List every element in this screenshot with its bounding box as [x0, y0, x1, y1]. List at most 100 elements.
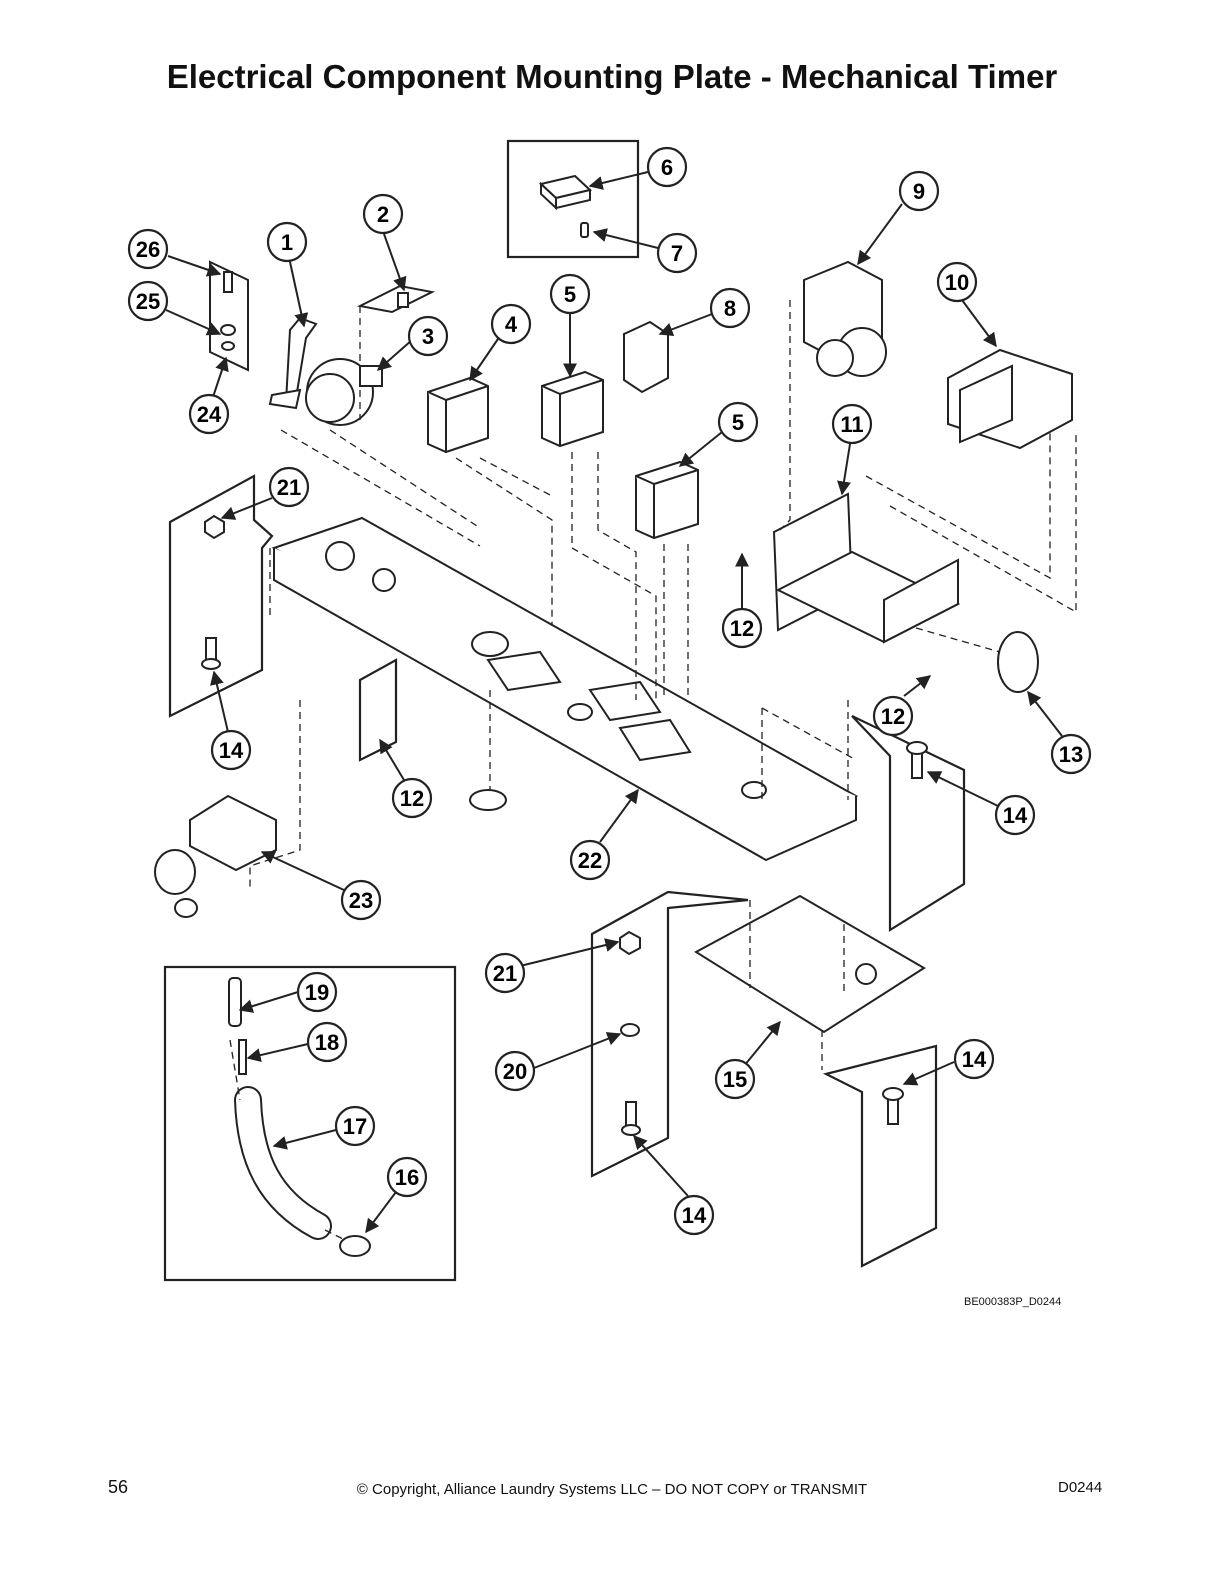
part-18-rod — [238, 1039, 247, 1075]
callout-3: 3 — [407, 315, 449, 357]
callout-11: 11 — [831, 403, 873, 445]
callout-25: 25 — [127, 280, 169, 322]
callout-6-label: 6 — [661, 155, 673, 180]
callout-14a-label: 14 — [219, 738, 244, 763]
ring-grommet — [469, 789, 507, 811]
part-15-plate — [694, 894, 926, 1034]
callout-16: 16 — [386, 1156, 428, 1198]
panel-center-fasteners — [590, 890, 749, 1178]
callouts: 1 2 3 4 5 5 6 7 8 9 10 11 12 12 12 12 13… — [127, 146, 1092, 1236]
inset-box-hose — [163, 965, 457, 1282]
part-13-disc — [997, 631, 1039, 693]
part-16-clamp — [339, 1235, 371, 1257]
callout-23: 23 — [340, 879, 382, 921]
callout-8-label: 8 — [724, 296, 736, 321]
part-4-contactor — [427, 376, 489, 454]
callout-14c-label: 14 — [682, 1203, 707, 1228]
callout-5a-label: 5 — [564, 282, 576, 307]
callout-14a: 14 — [210, 729, 252, 771]
part-21-nut-left — [204, 514, 225, 540]
part-1-bracket — [268, 316, 318, 410]
document-code: D0244 — [1058, 1479, 1103, 1496]
part-9-mechanical-timer — [803, 260, 887, 377]
callout-12a-label: 12 — [730, 616, 754, 641]
part-19-tube — [228, 977, 242, 1027]
callout-19: 19 — [296, 971, 338, 1013]
part-6-relay-socket — [538, 174, 593, 211]
part-23-terminal-block — [154, 794, 277, 918]
part-14-bolt-center — [621, 1101, 641, 1136]
part-26-25-24-screw-stack — [209, 260, 249, 372]
callout-20: 20 — [494, 1050, 536, 1092]
callout-12c-label: 12 — [400, 786, 424, 811]
callout-14d: 14 — [953, 1038, 995, 1080]
callout-18-label: 18 — [315, 1030, 339, 1055]
callout-1-label: 1 — [281, 230, 293, 255]
copyright-notice: © Copyright, Alliance Laundry Systems LL… — [356, 1481, 868, 1498]
inset-box-relay — [506, 139, 640, 259]
callout-17: 17 — [334, 1105, 376, 1147]
callout-25-label: 25 — [136, 289, 160, 314]
callout-24-label: 24 — [197, 402, 222, 427]
callout-11-label: 11 — [840, 412, 863, 437]
panel-screw-12 — [358, 658, 398, 762]
callout-9-label: 9 — [913, 179, 925, 204]
alignment-lines — [229, 300, 1077, 1241]
callout-20-label: 20 — [503, 1059, 527, 1084]
callout-4: 4 — [490, 303, 532, 345]
callout-13-label: 13 — [1059, 742, 1083, 767]
callout-21a-label: 21 — [277, 475, 301, 500]
callout-13: 13 — [1050, 733, 1092, 775]
panel-right-lower-fasteners — [822, 1044, 938, 1268]
callout-6: 6 — [646, 146, 688, 188]
callout-14b-label: 14 — [1003, 803, 1028, 828]
part-5-contactor-lower — [635, 460, 699, 540]
callout-7-label: 7 — [671, 241, 683, 266]
part-22-mounting-plate — [271, 516, 859, 862]
callout-10: 10 — [936, 261, 978, 303]
callout-23-label: 23 — [349, 888, 373, 913]
callout-1: 1 — [266, 221, 308, 263]
callout-18: 18 — [306, 1021, 348, 1063]
callout-15: 15 — [714, 1058, 756, 1100]
part-14-bolt-right-upper — [906, 741, 928, 779]
part-8-relay — [623, 320, 669, 394]
leader-lines — [165, 171, 1063, 1234]
panel-right-upper-fasteners — [851, 715, 966, 932]
callout-3-label: 3 — [422, 324, 434, 349]
callout-12b: 12 — [872, 695, 914, 737]
callout-22: 22 — [569, 839, 611, 881]
part-3-pressure-switch — [305, 358, 383, 426]
callout-14c: 14 — [673, 1194, 715, 1236]
callout-8: 8 — [709, 287, 751, 329]
callout-21a: 21 — [268, 466, 310, 508]
callout-22-label: 22 — [578, 848, 602, 873]
page-number: 56 — [108, 1477, 129, 1497]
part-5-contactor-upper — [541, 370, 604, 448]
part-7-pin — [580, 222, 589, 238]
callout-9: 9 — [898, 170, 940, 212]
part-10-timer — [947, 348, 1073, 450]
callout-5b: 5 — [717, 401, 759, 443]
callout-14b: 14 — [994, 794, 1036, 836]
part-11-timer-bracket — [772, 492, 961, 644]
part-21-nut-center — [619, 930, 641, 956]
figure-code: BE000383P_D0244 — [964, 1296, 1062, 1308]
callout-21b: 21 — [484, 952, 526, 994]
callout-17-label: 17 — [343, 1114, 367, 1139]
callout-19-label: 19 — [305, 980, 329, 1005]
panel-left-fasteners — [168, 474, 274, 718]
callout-14d-label: 14 — [962, 1047, 987, 1072]
callout-2: 2 — [362, 193, 404, 235]
callout-24: 24 — [188, 393, 230, 435]
callout-16-label: 16 — [395, 1165, 419, 1190]
callout-12a: 12 — [721, 607, 763, 649]
callout-26-label: 26 — [136, 237, 160, 262]
callout-12c: 12 — [391, 777, 433, 819]
part-2-screw — [356, 284, 436, 314]
callout-2-label: 2 — [377, 202, 389, 227]
part-20-washer — [620, 1023, 640, 1037]
callout-5b-label: 5 — [732, 410, 744, 435]
callout-12b-label: 12 — [881, 704, 905, 729]
